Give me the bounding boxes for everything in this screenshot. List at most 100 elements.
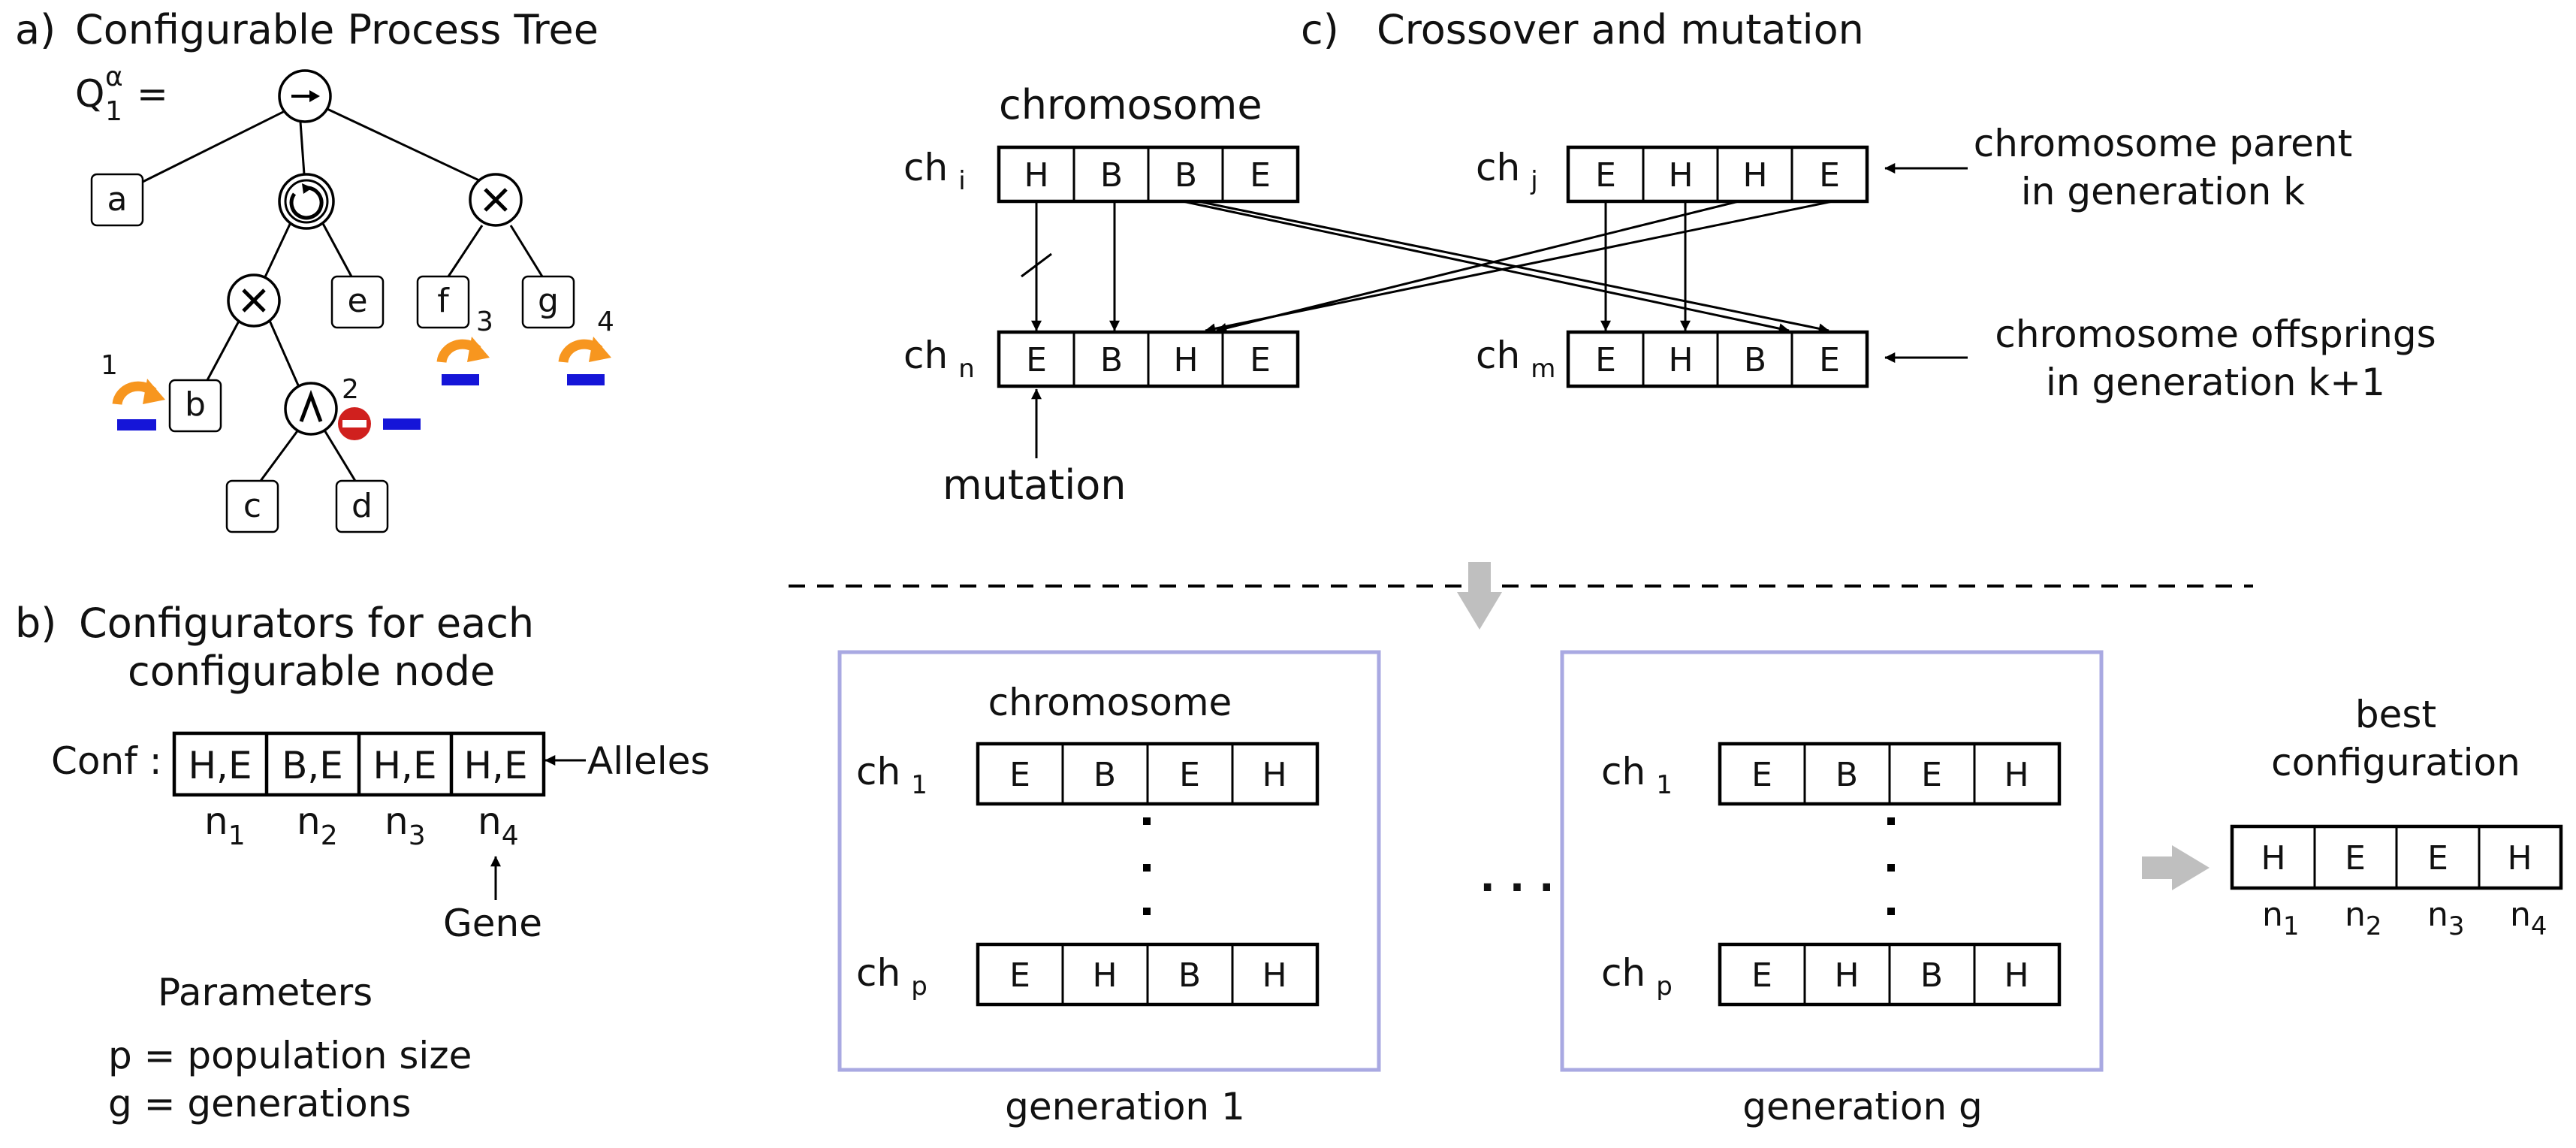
svg-text:a: a bbox=[107, 180, 128, 219]
gene-cell: H bbox=[1262, 956, 1286, 995]
leaf-b: b bbox=[168, 379, 222, 433]
gene-cell: B bbox=[1100, 341, 1123, 379]
tree-equals: = bbox=[137, 72, 168, 116]
svg-text:1: 1 bbox=[101, 350, 118, 381]
panel-a-title: Configurable Process Tree bbox=[75, 6, 599, 53]
param-population: p = population size bbox=[108, 1034, 472, 1077]
svg-text:c: c bbox=[243, 487, 261, 525]
gene-cell: H bbox=[1262, 756, 1286, 794]
xor-operator-top bbox=[469, 173, 523, 227]
param-generations: g = generations bbox=[108, 1082, 411, 1125]
chromosome-row: E H B H bbox=[1718, 942, 2062, 1007]
gene-cell: H bbox=[1024, 156, 1048, 195]
gene-cell: E bbox=[1250, 341, 1271, 379]
gene-cell: B bbox=[1093, 756, 1116, 794]
gene-cell: B bbox=[1744, 341, 1766, 379]
gene-cell: B,E bbox=[282, 744, 343, 787]
generation-g-label: generation g bbox=[1742, 1085, 1983, 1128]
configuration-markers: 1 2 3 4 bbox=[101, 307, 614, 440]
xor-operator-left bbox=[227, 273, 281, 328]
generation-1-label: generation 1 bbox=[1005, 1085, 1245, 1128]
blue-dash-icon bbox=[442, 374, 479, 385]
sequence-operator bbox=[278, 69, 332, 123]
gene-cell: E bbox=[1009, 956, 1030, 995]
chromosome-ch-j: E H H E bbox=[1566, 145, 1869, 204]
chromosome-label: chromosome bbox=[999, 81, 1262, 128]
parent-label-line2: in generation k bbox=[2021, 170, 2305, 213]
panel-a-letter: a) bbox=[15, 6, 56, 53]
node-label: n4 bbox=[478, 799, 519, 851]
panel-b-letter: b) bbox=[15, 600, 56, 647]
gene-cell: H bbox=[1834, 956, 1859, 995]
leaf-f: f bbox=[416, 275, 470, 329]
gene-cell: H bbox=[1173, 341, 1198, 379]
chromosome-row: E H B H bbox=[976, 942, 1320, 1007]
gene-cell: B bbox=[1920, 956, 1943, 995]
gene-cell: E bbox=[1921, 756, 1942, 794]
node-label: n3 bbox=[2427, 896, 2465, 941]
panel-a: a) Configurable Process Tree Q α 1 = bbox=[15, 6, 614, 533]
alleles-label: Alleles bbox=[587, 739, 710, 783]
blue-dash-icon bbox=[383, 418, 421, 430]
tree-subscript: 1 bbox=[105, 96, 122, 127]
chromosome-row: E B E H bbox=[1718, 742, 2062, 806]
svg-text:g: g bbox=[538, 282, 559, 320]
panel-b: b) Configurators for each configurable n… bbox=[15, 600, 710, 1125]
gene-cell: H,E bbox=[463, 744, 527, 787]
svg-text:3: 3 bbox=[476, 307, 493, 337]
vertical-ellipsis-icon bbox=[1887, 817, 1895, 915]
hide-marker-1: 1 bbox=[101, 350, 165, 430]
panel-c-letter: c) bbox=[1301, 6, 1339, 53]
generation-chromosome-label: chromosome bbox=[988, 681, 1232, 724]
leaf-g: g bbox=[521, 275, 575, 329]
hide-marker-4: 4 bbox=[558, 307, 614, 385]
tree-edges bbox=[142, 104, 544, 482]
chromosome-ch-m: E H B E bbox=[1566, 330, 1869, 388]
svg-text:4: 4 bbox=[597, 307, 614, 337]
chromosome-row: E B E H bbox=[976, 742, 1320, 806]
gene-cell: H bbox=[1092, 956, 1117, 995]
node-label: n3 bbox=[385, 799, 426, 851]
flow-arrow-down-icon bbox=[1457, 562, 1502, 630]
parent-label-line1: chromosome parent bbox=[1974, 122, 2352, 165]
gene-cell: H bbox=[1668, 156, 1693, 195]
gene-cell: H bbox=[2261, 839, 2285, 878]
svg-text:e: e bbox=[347, 282, 367, 320]
svg-text:f: f bbox=[437, 282, 450, 320]
gene-cell: E bbox=[1179, 756, 1200, 794]
offspring-label-line1: chromosome offsprings bbox=[1995, 313, 2436, 356]
gene-cell: B bbox=[1178, 956, 1201, 995]
tree-superscript: α bbox=[105, 62, 123, 92]
conf-label: Conf : bbox=[51, 739, 162, 783]
svg-text:d: d bbox=[351, 487, 373, 525]
blue-dash-icon bbox=[567, 374, 605, 385]
flow-arrow-right-icon bbox=[2142, 845, 2210, 890]
offspring-label-line2: in generation k+1 bbox=[2046, 361, 2385, 404]
loop-operator bbox=[278, 173, 335, 230]
gene-cell: H,E bbox=[188, 744, 252, 787]
node-label: n2 bbox=[2345, 896, 2382, 941]
mutation-label: mutation bbox=[943, 461, 1127, 509]
gene-cell: E bbox=[1250, 156, 1271, 195]
panel-c-title: Crossover and mutation bbox=[1377, 6, 1864, 53]
node-label: n2 bbox=[297, 799, 338, 851]
params-title: Parameters bbox=[158, 971, 373, 1014]
tree-name: Q bbox=[75, 72, 104, 116]
gene-label: Gene bbox=[443, 902, 542, 945]
gene-cell: E bbox=[1009, 756, 1030, 794]
configurator-array: H,E B,E H,E H,E bbox=[172, 731, 546, 797]
tree-label: Q α 1 = bbox=[75, 62, 168, 127]
block-marker-2: 2 bbox=[338, 374, 421, 440]
node-label: n1 bbox=[204, 799, 246, 851]
